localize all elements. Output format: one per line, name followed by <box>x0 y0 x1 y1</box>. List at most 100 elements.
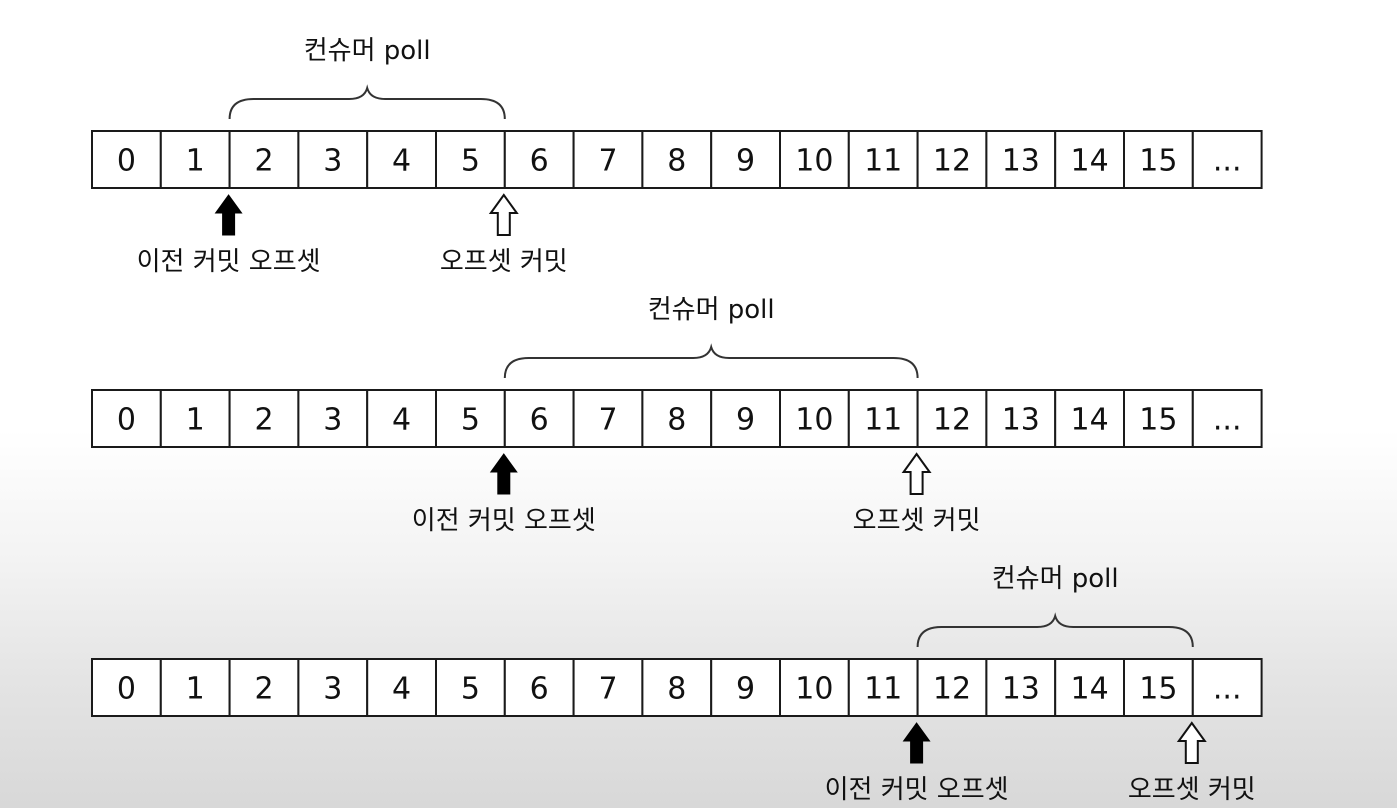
offset-cell-number: ... <box>1213 403 1242 438</box>
offset-cell-number: 15 <box>1139 672 1177 707</box>
commit-label: 오프셋 커밋 <box>440 247 568 277</box>
offset-cell <box>1123 130 1194 189</box>
commit-arrow-icon <box>488 193 519 236</box>
offset-cell-number: 12 <box>933 144 971 179</box>
offset-cell <box>1123 658 1194 717</box>
offset-cell <box>159 658 231 717</box>
offset-cell <box>572 130 644 189</box>
offset-cell-number: 2 <box>254 672 273 707</box>
offset-cell-number: 6 <box>530 403 549 438</box>
offset-cell-number: 9 <box>736 144 755 179</box>
offset-cell-number: 8 <box>667 403 686 438</box>
offset-cell-number: 7 <box>598 144 617 179</box>
offset-cell-number: 1 <box>186 144 205 179</box>
offset-cell <box>572 389 644 448</box>
offset-cell <box>847 389 919 448</box>
offset-cell-number: 13 <box>1002 144 1040 179</box>
offset-cell-number: 8 <box>667 672 686 707</box>
offset-cell-number: 14 <box>1071 672 1109 707</box>
offset-cell <box>572 658 644 717</box>
offset-cell-number: 9 <box>736 403 755 438</box>
commit-arrow-icon <box>1176 721 1207 764</box>
offset-cell <box>228 389 300 448</box>
offset-cell-number: 7 <box>598 403 617 438</box>
offset-cell-number: 10 <box>795 672 833 707</box>
offset-cell-number: 12 <box>933 672 971 707</box>
offset-cell-number: 0 <box>117 672 136 707</box>
offset-cell-number: 10 <box>795 403 833 438</box>
offset-cell <box>847 130 919 189</box>
offset-cell-number: 4 <box>392 403 411 438</box>
poll-label: 컨슈머 poll <box>304 36 431 66</box>
offset-cell <box>847 658 919 717</box>
poll-brace <box>916 612 1194 648</box>
offset-cell-number: 9 <box>736 672 755 707</box>
offset-cell <box>916 658 988 717</box>
offset-cell <box>710 389 782 448</box>
poll-label: 컨슈머 poll <box>648 295 775 325</box>
offset-cell <box>228 130 300 189</box>
offset-cell-number: 5 <box>461 144 480 179</box>
offset-cell-number: 15 <box>1139 144 1177 179</box>
offset-cell-number: 2 <box>254 403 273 438</box>
offset-cell-number: 15 <box>1139 403 1177 438</box>
offset-cell <box>503 130 575 189</box>
previous-commit-arrow-icon <box>902 722 931 764</box>
poll-label: 컨슈머 poll <box>992 564 1119 594</box>
offset-cell <box>91 658 162 717</box>
offset-cell <box>435 130 506 189</box>
offset-cell <box>1191 130 1263 189</box>
offset-cell <box>916 130 988 189</box>
offset-cell-number: 11 <box>864 403 902 438</box>
previous-commit-arrow-icon <box>489 453 518 495</box>
offset-cell <box>985 389 1057 448</box>
offset-cell-number: 10 <box>795 144 833 179</box>
offset-cell-number: 14 <box>1071 403 1109 438</box>
offset-cell <box>366 389 438 448</box>
poll-brace <box>503 343 919 379</box>
offset-cell <box>985 658 1057 717</box>
offset-cell <box>297 389 369 448</box>
offset-cell-number: 0 <box>117 403 136 438</box>
offset-cell <box>503 658 575 717</box>
offset-cell-number: 11 <box>864 672 902 707</box>
previous-commit-label: 이전 커밋 오프셋 <box>825 775 1009 805</box>
offset-cell-number: 3 <box>323 144 342 179</box>
offset-cell <box>228 658 300 717</box>
offset-cell-number: 3 <box>323 403 342 438</box>
previous-commit-label: 이전 커밋 오프셋 <box>412 506 596 536</box>
offset-cell-number: 5 <box>461 672 480 707</box>
offset-cell <box>435 658 506 717</box>
offset-cell <box>1054 658 1125 717</box>
previous-commit-arrow-icon <box>214 194 243 236</box>
offset-cell-number: 5 <box>461 403 480 438</box>
offset-cell <box>641 130 713 189</box>
offset-cell-number: 14 <box>1071 144 1109 179</box>
offset-cell <box>710 130 782 189</box>
offset-cell-number: 1 <box>186 672 205 707</box>
offset-cell-number: 8 <box>667 144 686 179</box>
offset-cell <box>366 130 438 189</box>
previous-commit-label: 이전 커밋 오프셋 <box>137 247 321 277</box>
commit-arrow-icon <box>901 452 932 495</box>
offset-cell-number: 4 <box>392 144 411 179</box>
offset-cell-number: 3 <box>323 672 342 707</box>
offset-cell-number: 6 <box>530 672 549 707</box>
offset-cell-number: ... <box>1213 144 1242 179</box>
offset-cell-number: 1 <box>186 403 205 438</box>
offset-cell <box>779 389 850 448</box>
offset-cell-number: 13 <box>1002 672 1040 707</box>
offset-cell <box>91 130 162 189</box>
offset-cell-number: 4 <box>392 672 411 707</box>
offset-cell <box>159 130 231 189</box>
offset-cell-number: ... <box>1213 672 1242 707</box>
offset-cell <box>1191 389 1263 448</box>
offset-cell <box>435 389 506 448</box>
commit-label: 오프셋 커밋 <box>853 506 981 536</box>
offset-cell-number: 13 <box>1002 403 1040 438</box>
poll-brace <box>228 84 506 120</box>
